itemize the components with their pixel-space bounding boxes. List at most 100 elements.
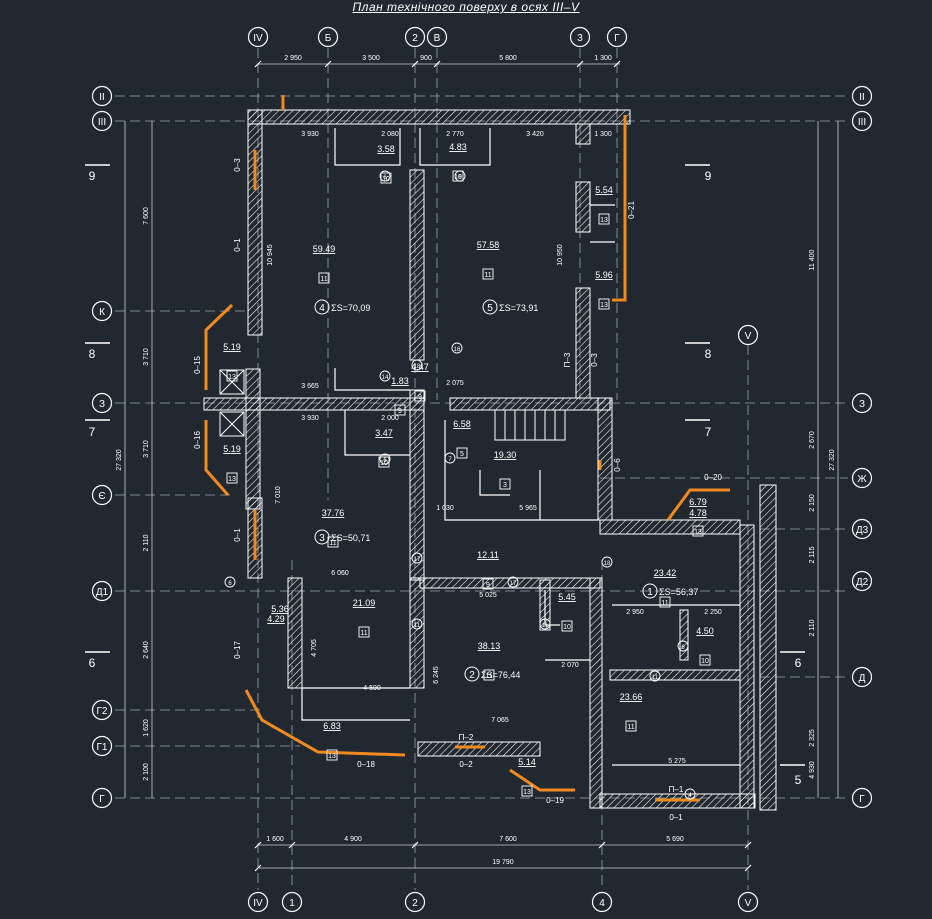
window-tag: 0–21: [627, 201, 636, 219]
dim-top: 2 950: [284, 55, 302, 62]
room-area: 38.13: [478, 641, 501, 651]
section-markers: [85, 164, 805, 766]
door-tag-label: 17: [510, 581, 517, 587]
door-tag-label: 6: [383, 175, 387, 181]
axis-bubble-bottom-label: 2: [412, 898, 418, 909]
room-number: 5: [460, 451, 464, 458]
room-number: 13: [328, 753, 336, 760]
door-tag: 11: [539, 618, 551, 630]
interior-dim: 7 010: [275, 486, 282, 504]
axis-bubble-top: Б: [317, 26, 339, 48]
room-number: 11: [329, 540, 336, 547]
room-number-box: 10: [561, 620, 573, 632]
axis-bubble-right-label: Д3: [856, 525, 869, 536]
door-tag: 17: [507, 576, 519, 588]
door-tag: 18: [601, 556, 613, 568]
interior-dim: 2 075: [446, 380, 464, 387]
dim-total-bottom: 19 790: [492, 859, 514, 866]
apartment-number: 2: [469, 670, 475, 681]
room-number-box: 11: [482, 268, 494, 280]
window-tag: 0–17: [233, 641, 242, 659]
axis-bubble-top: В: [426, 26, 448, 48]
door-tag: 11: [649, 670, 661, 682]
room-number-box: 13: [226, 370, 238, 382]
room-number-box: 13: [326, 749, 338, 761]
dim-top: 900: [420, 55, 432, 62]
room-number: 11: [661, 600, 668, 607]
axis-bubble-top-label: IV: [253, 33, 263, 44]
room-number-box: 13: [598, 298, 610, 310]
room-number: 11: [320, 276, 327, 283]
room-number: 13: [228, 476, 236, 483]
partitions: [301, 128, 740, 766]
window-tag: П–1: [669, 785, 684, 794]
axis-bubble-right: Д3: [851, 518, 873, 540]
apartment-total-area: ΣS=73,91: [499, 303, 538, 313]
room-number: 13: [523, 789, 531, 796]
axis-bubble-right-label: Ж: [857, 474, 867, 485]
room-area: 12.11: [477, 550, 499, 560]
room-area: 4.29: [267, 614, 285, 624]
grid-lines: [115, 48, 848, 890]
door-tag-label: 6: [228, 581, 232, 587]
interior-dim: 2 000: [381, 415, 399, 422]
dim-bottom: 1 600: [266, 836, 284, 843]
room-area: 5.54: [595, 185, 613, 195]
door-tag-label: 11: [542, 623, 549, 629]
axis-bubble-bottom-label: V: [745, 898, 752, 909]
door-tag: 16: [451, 342, 463, 354]
dim-left: 2 640: [143, 641, 150, 659]
axis-bubble-right: Г: [851, 787, 873, 809]
axis-bubble-top: 3: [569, 26, 591, 48]
interior-dim: 3 420: [526, 131, 544, 138]
room-number: 13: [600, 217, 608, 224]
apartment-total-area: ΣS=76,44: [481, 670, 520, 680]
interior-dim: 1 030: [436, 505, 454, 512]
dim-left: 2 100: [143, 763, 150, 781]
section-marker-right: 8: [705, 347, 712, 361]
room-area: 21.09: [353, 598, 376, 608]
interior-dim: 6 060: [331, 570, 349, 577]
axis-bubble-right: Д2: [851, 570, 873, 592]
dimension-ticks: [254, 60, 752, 872]
dim-right: 2 150: [809, 494, 816, 512]
interior-dim: 5 965: [519, 505, 537, 512]
axis-bubble-top-label: Б: [325, 33, 332, 44]
axis-bubble-left-label: Г1: [97, 742, 108, 753]
door-tag: 4: [684, 788, 696, 800]
interior-dim: 10 950: [557, 244, 564, 266]
room-area: 59.49: [313, 244, 336, 254]
section-marker-right: 6: [795, 656, 802, 670]
axis-bubble-right-label: З: [859, 399, 865, 410]
axis-bubble-interior-label: V: [745, 331, 752, 342]
axis-bubble-left: III: [91, 110, 113, 132]
plan-title: План технічного поверху в осях III–V: [352, 0, 580, 14]
interior-dim: 2 770: [446, 131, 464, 138]
section-marker-right: 7: [705, 425, 712, 439]
dim-left: 3 710: [143, 440, 150, 458]
window-tag: 0–15: [193, 356, 202, 374]
interior-dim: 7 065: [491, 717, 509, 724]
room-number: 10: [454, 174, 462, 181]
window-tag: 0–1: [669, 813, 683, 822]
interior-dim: 2 070: [561, 662, 579, 669]
axis-bubble-bottom-label: 1: [289, 898, 295, 909]
room-number-box: 13: [692, 525, 704, 537]
interior-dim: 1 300: [594, 131, 612, 138]
dim-total-left: 27 320: [116, 449, 123, 471]
door-tag-label: 18: [604, 561, 611, 567]
room-number-box: 11: [483, 669, 495, 681]
dim-right-upper: 11 400: [809, 249, 816, 270]
door-tag: 18: [411, 359, 423, 371]
dim-top: 5 800: [499, 55, 517, 62]
door-tag: 7: [444, 452, 456, 464]
axis-bubble-left: II: [91, 85, 113, 107]
axis-bubble-left-label: II: [99, 92, 105, 103]
axis-bubble-left-label: Д1: [96, 587, 109, 598]
dim-right: 4 930: [809, 761, 816, 779]
